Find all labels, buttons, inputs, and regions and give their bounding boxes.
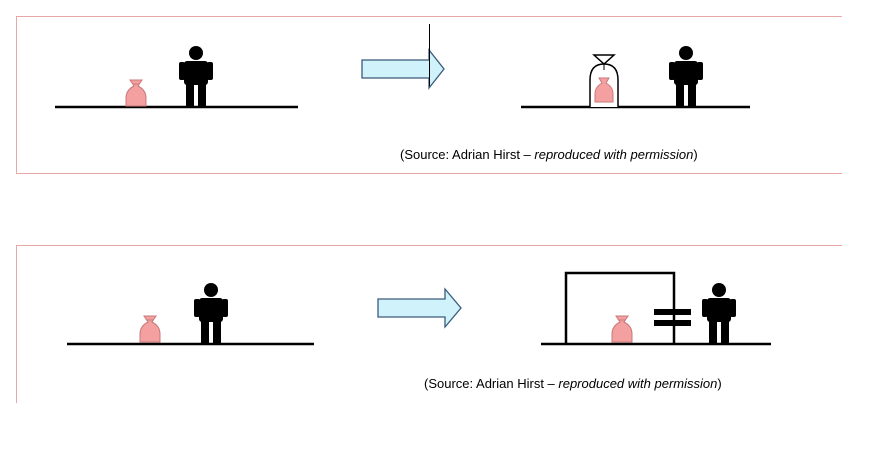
radioactive-source-icon: [611, 315, 633, 343]
caption-prefix: (Source: Adrian Hirst –: [424, 376, 559, 391]
caption-italic: reproduced with permission: [534, 147, 694, 162]
radioactive-source-icon: [594, 77, 614, 103]
scene-before-1: [55, 46, 298, 109]
diagram-panel-shielding: [16, 16, 842, 174]
source-caption: (Source: Adrian Hirst – reproduced with …: [400, 147, 698, 162]
caption-suffix: ): [717, 376, 722, 391]
person-icon: [702, 283, 736, 343]
person-icon: [179, 46, 213, 106]
scene-before-2: [67, 283, 314, 346]
source-caption: (Source: Adrian Hirst – reproduced with …: [424, 376, 722, 391]
caption-prefix: (Source: Adrian Hirst –: [400, 147, 535, 162]
caption-suffix: ): [693, 147, 698, 162]
person-icon: [669, 46, 703, 106]
diagram-panel-barrier: [16, 245, 842, 403]
radioactive-source-icon: [125, 79, 147, 107]
radioactive-source-icon: [139, 315, 161, 343]
caption-italic: reproduced with permission: [558, 376, 718, 391]
person-icon: [194, 283, 228, 343]
scene-after-2: [541, 271, 771, 346]
scene-after-1: [521, 46, 750, 109]
right-arrow-icon: [377, 287, 462, 329]
text-cursor: [429, 24, 430, 86]
barrier-wall-icon: [564, 271, 691, 344]
right-arrow-icon: [361, 48, 445, 90]
